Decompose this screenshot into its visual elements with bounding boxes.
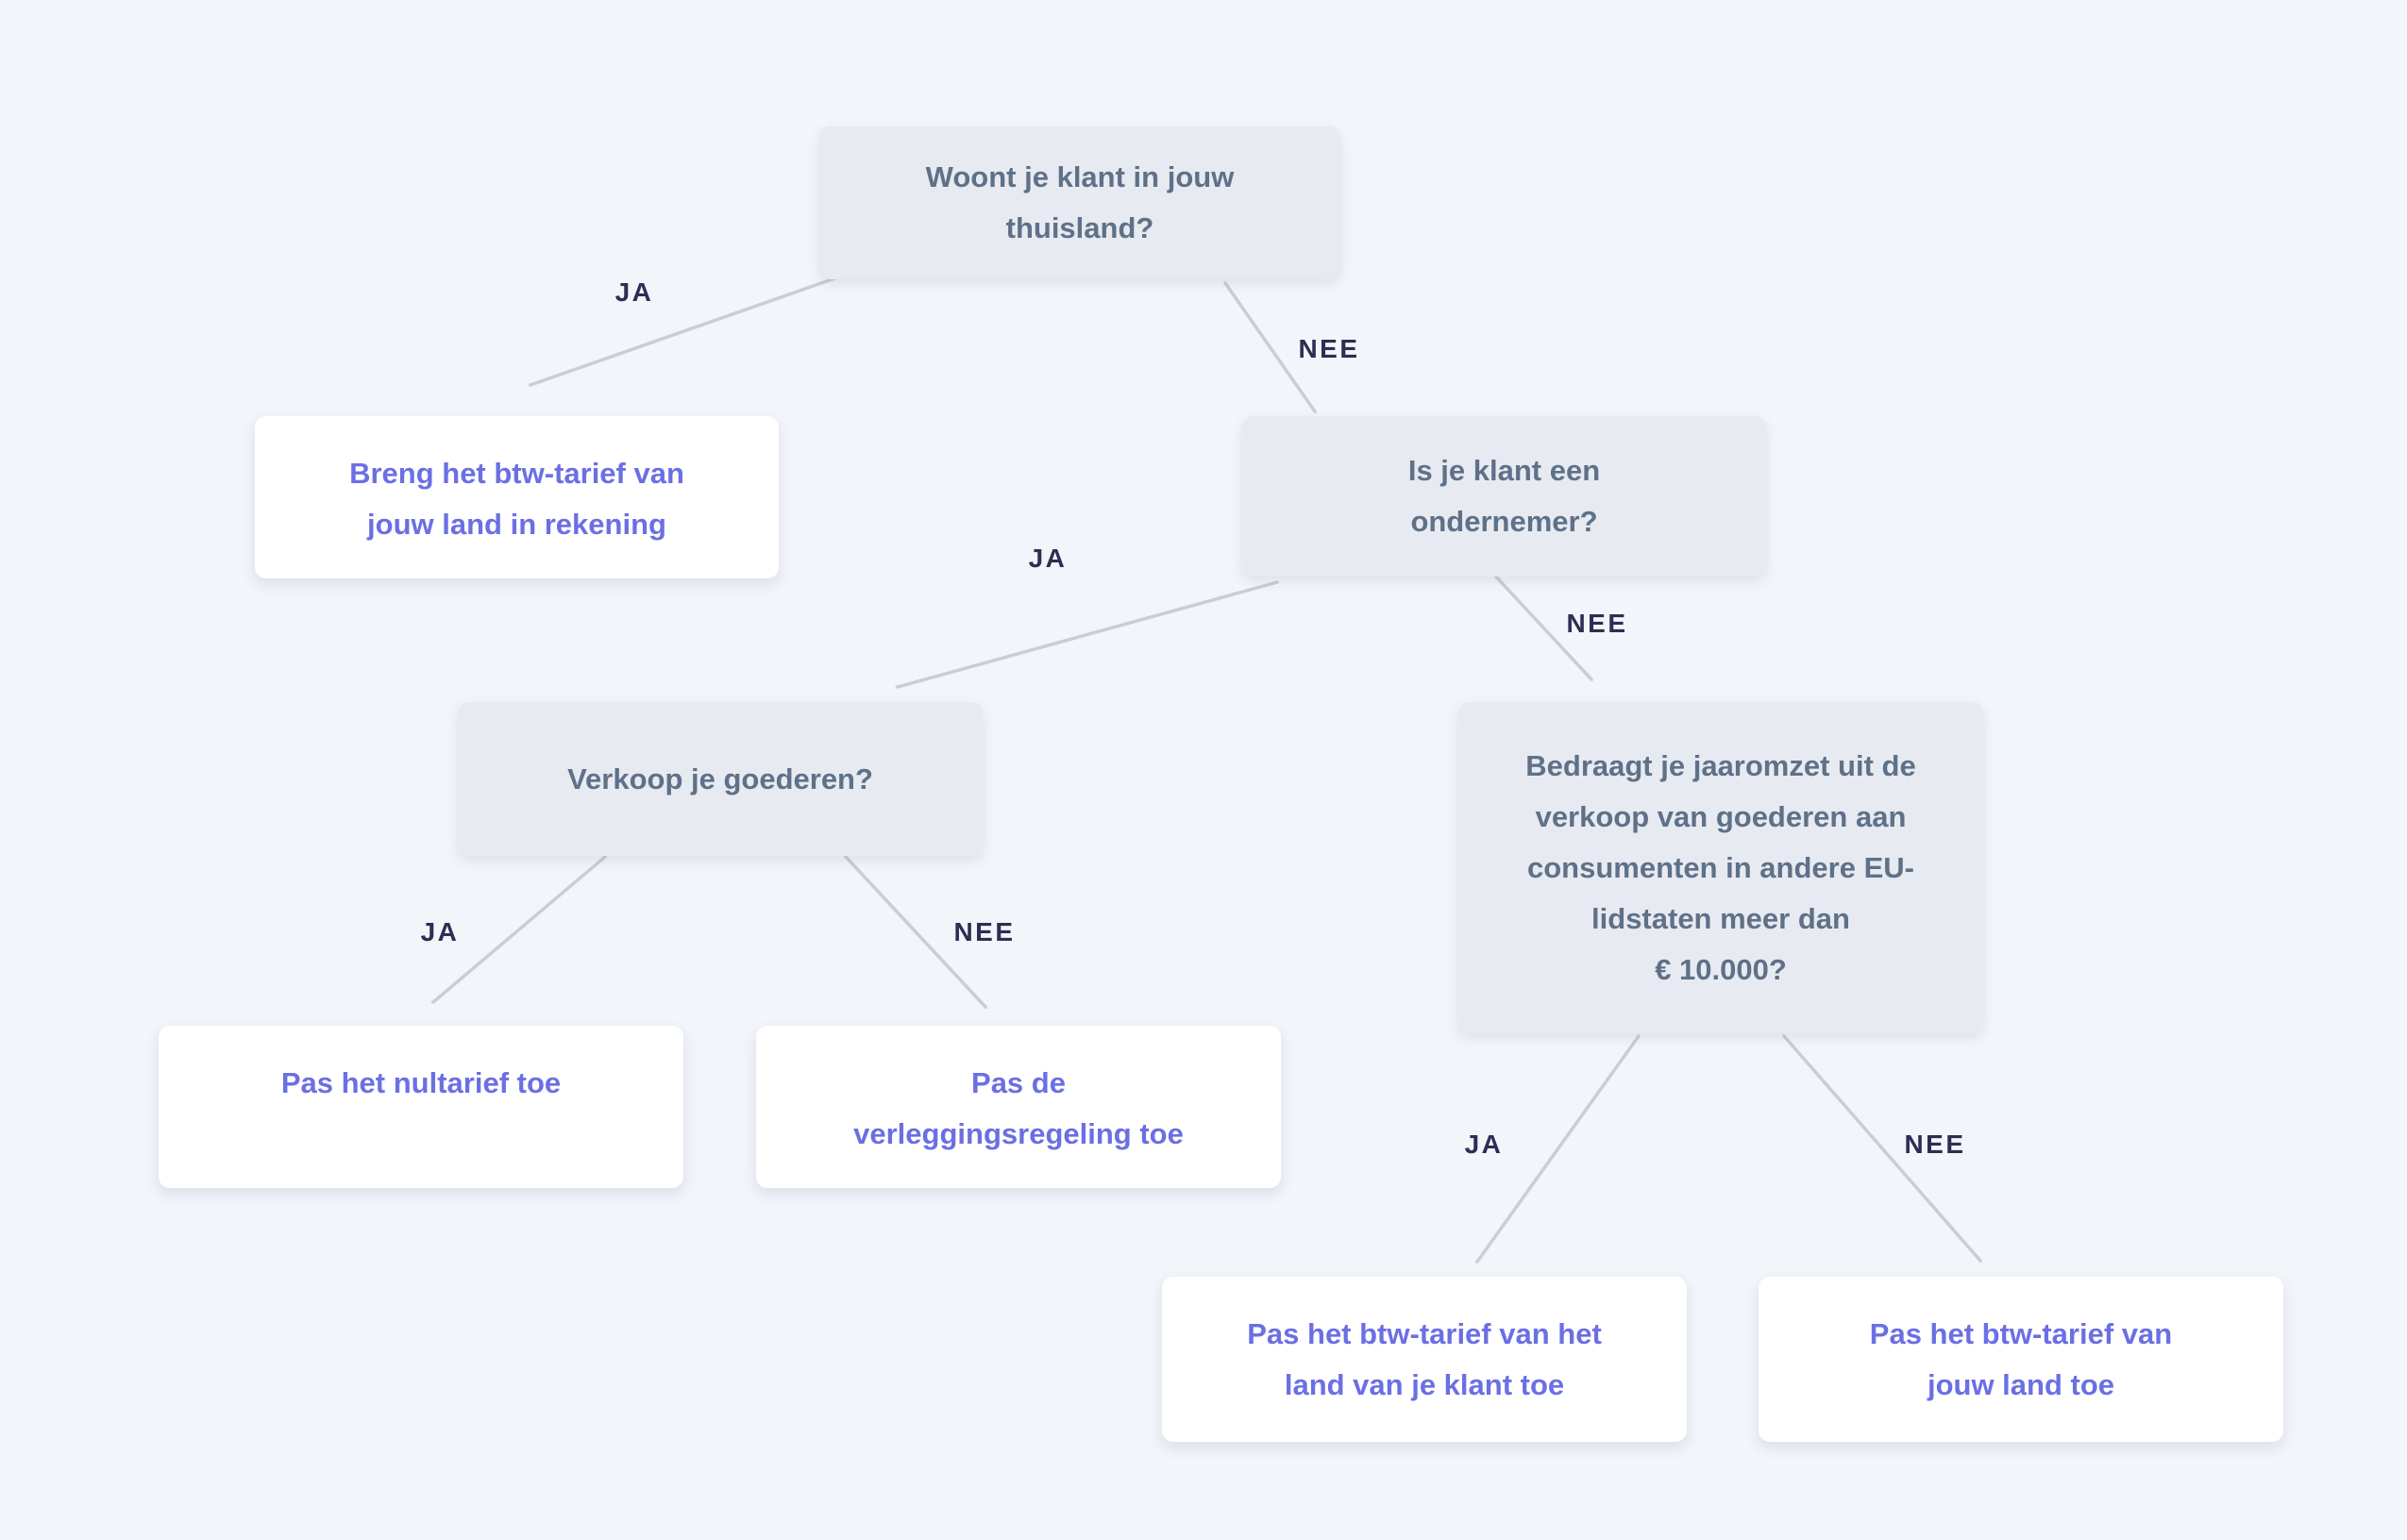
edge-label-ja-q3-a2: JA [420, 917, 460, 946]
edge-label-nee-q4-a5: NEE [1904, 1130, 1966, 1159]
answer-box-nultarief: Pas het nultarief toe [159, 1026, 683, 1188]
arrow-q1-ja [530, 275, 842, 385]
edge-label-ja-q4-a4: JA [1464, 1130, 1504, 1159]
question-box-jaaromzet-10000: Bedraagt je jaaromzet uit de verkoop van… [1458, 702, 1983, 1033]
edge-label-nee-q2-q4: NEE [1566, 609, 1628, 638]
question-box-klant-ondernemer: Is je klant een ondernemer? [1242, 416, 1766, 577]
edge-label-ja-q2-q3: JA [1028, 544, 1068, 573]
question-box-verkoop-goederen: Verkoop je goederen? [458, 702, 983, 856]
arrow-q2-ja [898, 580, 1279, 687]
answer-box-verleggingsregeling: Pas de verleggingsregeling toe [756, 1026, 1281, 1188]
edge-label-nee-q3-a3: NEE [953, 917, 1016, 946]
answer-box-btw-tarief-jouw-land: Pas het btw-tarief van jouw land toe [1759, 1277, 2283, 1442]
edge-label-ja-q1-a1: JA [614, 277, 654, 307]
answer-box-btw-tarief-jouw-land-rekening: Breng het btw-tarief van jouw land in re… [255, 416, 779, 578]
question-box-klant-thuisland: Woont je klant in jouw thuisland? [819, 126, 1340, 279]
edge-label-nee-q1-q2: NEE [1298, 334, 1360, 363]
answer-box-btw-tarief-land-klant: Pas het btw-tarief van het land van je k… [1162, 1277, 1687, 1442]
